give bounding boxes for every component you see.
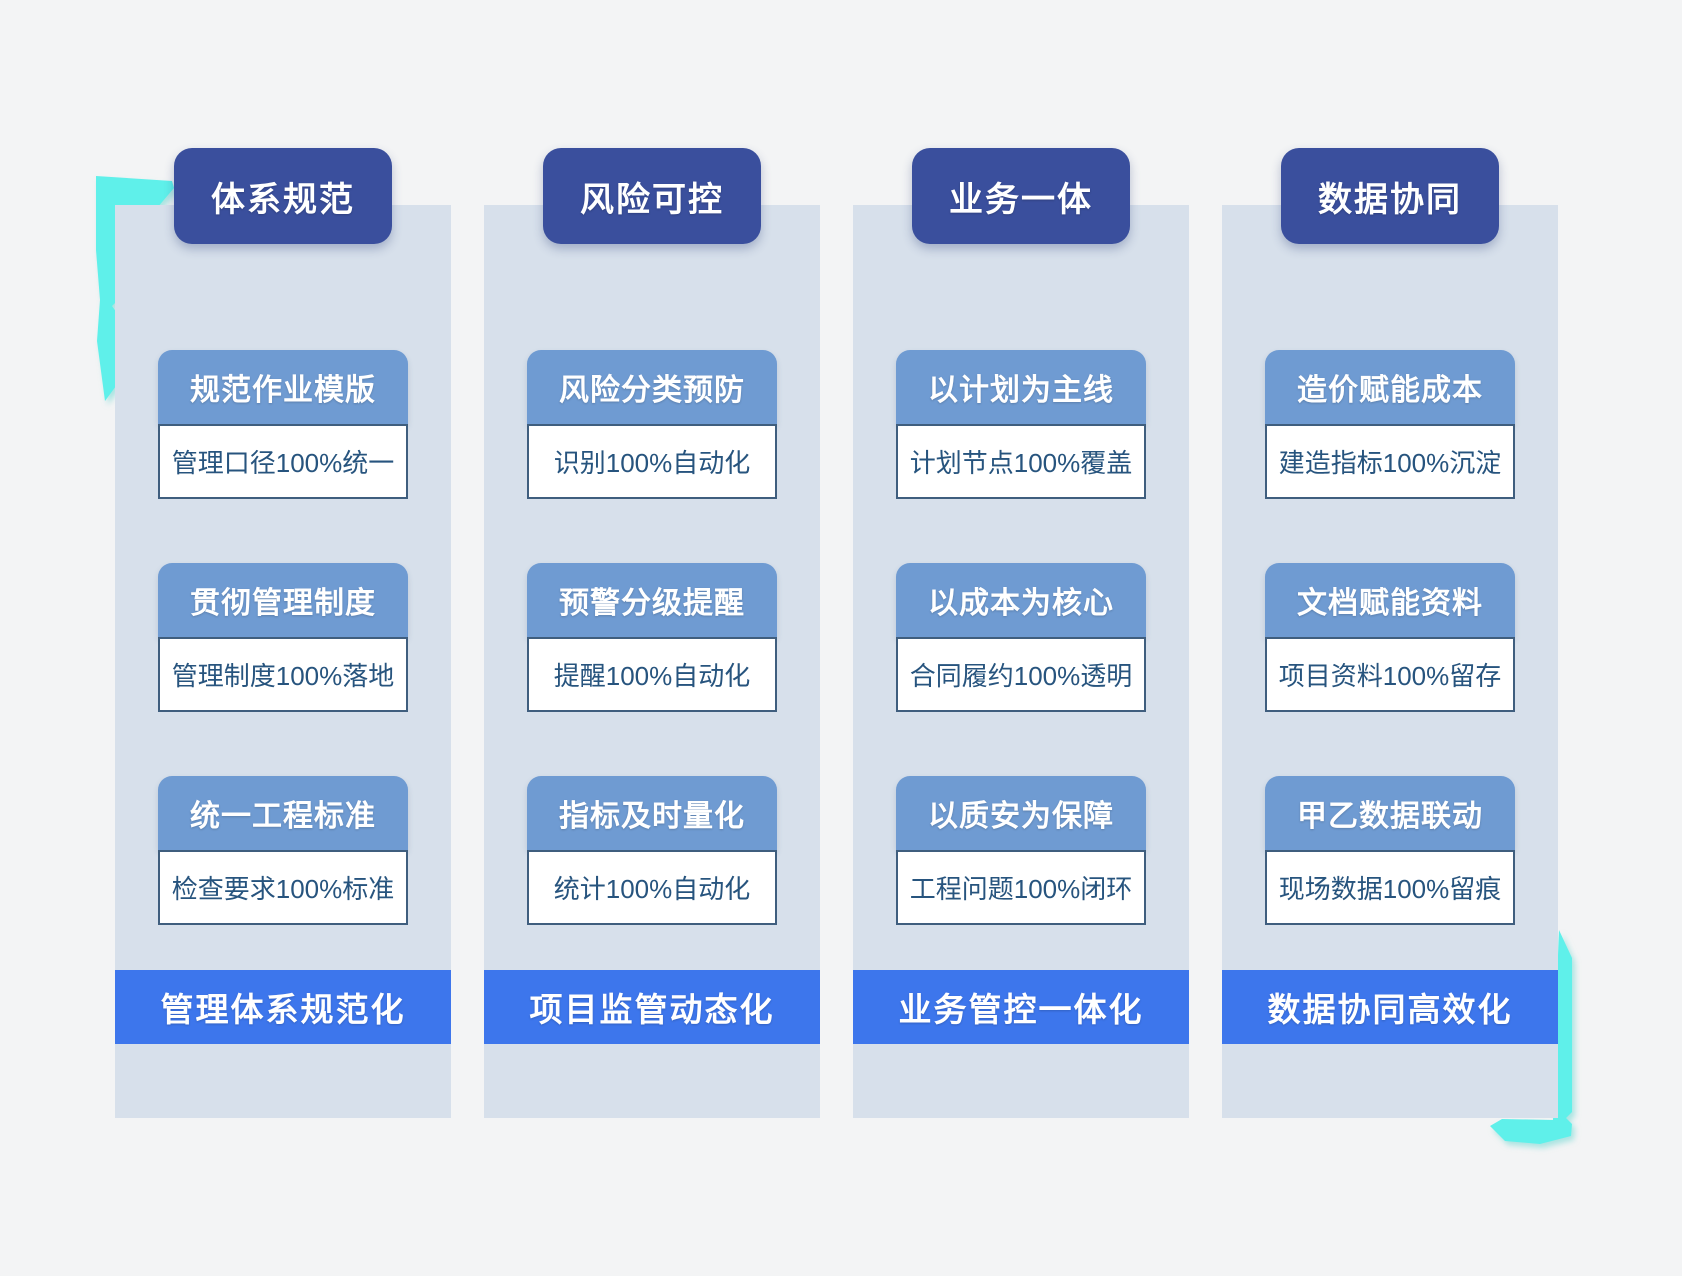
column-footer-label: 项目监管动态化 [529, 991, 775, 1028]
card-title: 造价赋能成本 [1265, 350, 1515, 424]
feature-card: 预警分级提醒 提醒100%自动化 [527, 563, 777, 712]
feature-card: 以计划为主线 计划节点100%覆盖 [896, 350, 1146, 499]
feature-card: 以成本为核心 合同履约100%透明 [896, 563, 1146, 712]
card-title: 文档赋能资料 [1265, 563, 1515, 637]
card-title: 统一工程标准 [158, 776, 408, 850]
feature-card: 指标及时量化 统计100%自动化 [527, 776, 777, 925]
pillar-columns: 体系规范 规范作业模版 管理口径100%统一 贯彻管理制度 管理制度100%落地… [115, 148, 1558, 1118]
pillar-column-1: 体系规范 规范作业模版 管理口径100%统一 贯彻管理制度 管理制度100%落地… [115, 148, 451, 1118]
column-header-label: 风险可控 [580, 180, 724, 219]
card-title: 贯彻管理制度 [158, 563, 408, 637]
feature-card: 造价赋能成本 建造指标100%沉淀 [1265, 350, 1515, 499]
column-header-pill: 体系规范 [174, 148, 392, 244]
card-desc: 检查要求100%标准 [158, 850, 408, 925]
card-title: 规范作业模版 [158, 350, 408, 424]
column-footer-bar: 数据协同高效化 [1222, 970, 1558, 1044]
card-title: 以成本为核心 [896, 563, 1146, 637]
feature-card: 规范作业模版 管理口径100%统一 [158, 350, 408, 499]
pillar-column-2: 风险可控 风险分类预防 识别100%自动化 预警分级提醒 提醒100%自动化 指… [484, 148, 820, 1118]
column-footer-label: 数据协同高效化 [1267, 991, 1513, 1028]
card-desc: 建造指标100%沉淀 [1265, 424, 1515, 499]
column-header-label: 业务一体 [949, 180, 1093, 219]
column-header-pill: 业务一体 [912, 148, 1130, 244]
column-footer-bar: 项目监管动态化 [484, 970, 820, 1044]
column-footer-label: 管理体系规范化 [160, 991, 406, 1028]
pillar-column-3: 业务一体 以计划为主线 计划节点100%覆盖 以成本为核心 合同履约100%透明… [853, 148, 1189, 1118]
feature-card: 文档赋能资料 项目资料100%留存 [1265, 563, 1515, 712]
column-footer-bar: 管理体系规范化 [115, 970, 451, 1044]
card-title: 预警分级提醒 [527, 563, 777, 637]
card-desc: 合同履约100%透明 [896, 637, 1146, 712]
card-desc: 工程问题100%闭环 [896, 850, 1146, 925]
feature-card: 以质安为保障 工程问题100%闭环 [896, 776, 1146, 925]
card-desc: 识别100%自动化 [527, 424, 777, 499]
column-header-pill: 数据协同 [1281, 148, 1499, 244]
feature-card: 风险分类预防 识别100%自动化 [527, 350, 777, 499]
pillar-column-4: 数据协同 造价赋能成本 建造指标100%沉淀 文档赋能资料 项目资料100%留存… [1222, 148, 1558, 1118]
card-desc: 计划节点100%覆盖 [896, 424, 1146, 499]
column-footer-label: 业务管控一体化 [898, 991, 1144, 1028]
column-header-label: 体系规范 [211, 180, 355, 219]
card-desc: 管理口径100%统一 [158, 424, 408, 499]
column-header-label: 数据协同 [1318, 180, 1462, 219]
card-desc: 项目资料100%留存 [1265, 637, 1515, 712]
card-desc: 现场数据100%留痕 [1265, 850, 1515, 925]
column-footer-bar: 业务管控一体化 [853, 970, 1189, 1044]
card-title: 甲乙数据联动 [1265, 776, 1515, 850]
feature-card: 统一工程标准 检查要求100%标准 [158, 776, 408, 925]
column-header-pill: 风险可控 [543, 148, 761, 244]
card-title: 指标及时量化 [527, 776, 777, 850]
card-desc: 提醒100%自动化 [527, 637, 777, 712]
card-desc: 统计100%自动化 [527, 850, 777, 925]
card-title: 以计划为主线 [896, 350, 1146, 424]
feature-card: 贯彻管理制度 管理制度100%落地 [158, 563, 408, 712]
card-title: 以质安为保障 [896, 776, 1146, 850]
card-desc: 管理制度100%落地 [158, 637, 408, 712]
card-title: 风险分类预防 [527, 350, 777, 424]
feature-card: 甲乙数据联动 现场数据100%留痕 [1265, 776, 1515, 925]
